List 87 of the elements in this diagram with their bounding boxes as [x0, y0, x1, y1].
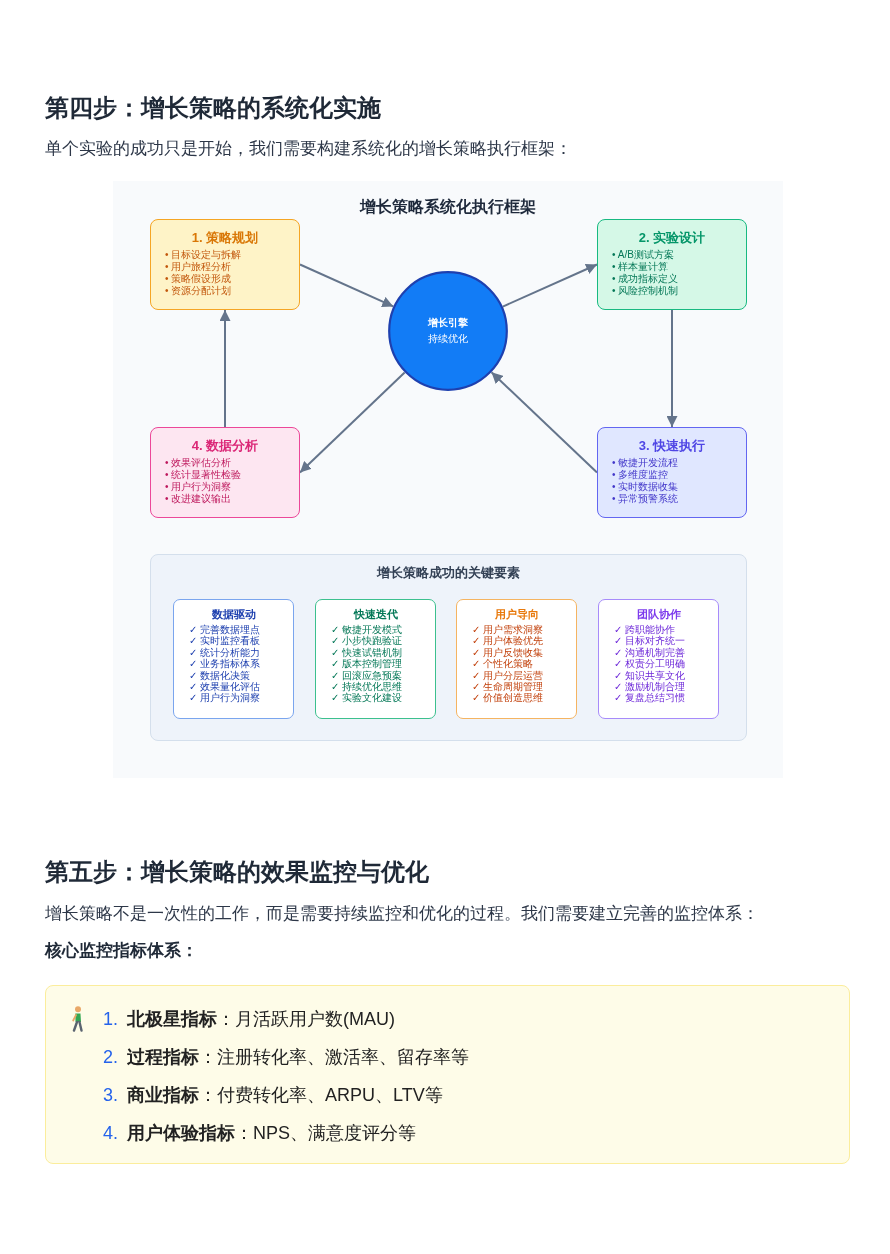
list-number: 1.	[103, 1008, 118, 1031]
diagram-card	[113, 181, 783, 778]
checklist-item: ✓ 用户分层运营	[472, 669, 543, 681]
section-heading: 第五步：增长策略的效果监控与优化	[45, 857, 429, 887]
arrow	[490, 371, 598, 474]
hub-sublabel: 持续优化	[428, 332, 468, 346]
bullet-item: • 敏捷开发流程	[612, 457, 679, 469]
card-label: 快速迭代	[353, 607, 398, 622]
bullet-item: • 实时数据收集	[612, 481, 679, 493]
checklist-item: ✓ 沟通机制完善	[614, 646, 685, 658]
list-number: 2.	[103, 1046, 118, 1069]
arrow	[501, 263, 598, 308]
callout-box	[45, 985, 850, 1164]
checklist-item: ✓ 权责分工明确	[614, 658, 685, 670]
factor-card	[315, 599, 436, 719]
checklist-item: ✓ 复盘总结习惯	[614, 692, 685, 704]
card-label: 团队协作	[636, 607, 681, 622]
page-heading: 第四步：增长策略的系统化实施	[45, 93, 381, 123]
checklist-item: ✓ 实验文化建设	[331, 692, 402, 704]
hub-label: 增长引擎	[428, 316, 468, 330]
checklist-item: ✓ 持续优化思维	[331, 681, 402, 693]
arrow	[219, 309, 231, 428]
factor-card	[173, 599, 294, 719]
checklist-item: ✓ 版本控制管理	[331, 658, 402, 670]
stage-card	[150, 427, 300, 518]
checklist-item: ✓ 生命周期管理	[472, 681, 543, 693]
arrow	[299, 263, 395, 308]
checklist-item: ✓ 完善数据埋点	[189, 624, 260, 636]
panel-label: 增长策略成功的关键要素	[377, 564, 520, 582]
checklist-item: ✓ 实时监控看板	[189, 635, 260, 647]
bullet-item: • 用户行为洞察	[165, 481, 232, 493]
checklist-item: ✓ 激励机制合理	[614, 681, 685, 693]
bullet-item: • 统计显著性检验	[165, 469, 242, 481]
checklist-item: ✓ 用户行为洞察	[189, 692, 260, 704]
checklist-item: ✓ 个性化策略	[472, 658, 533, 670]
key-factors-panel	[150, 554, 747, 741]
list-heading: 核心监控指标体系：	[45, 940, 198, 962]
stage-label: 1. 策略规划	[191, 229, 259, 246]
bullet-item: • 资源分配计划	[165, 285, 232, 297]
arrow	[666, 309, 678, 428]
bullet-item: • 策略假设形成	[165, 273, 232, 285]
checklist-item: ✓ 用户需求洞察	[472, 624, 543, 636]
stage-label: 2. 实验设计	[638, 229, 706, 246]
checklist-item: ✓ 目标对齐统一	[614, 635, 685, 647]
checklist-item: ✓ 用户反馈收集	[472, 646, 543, 658]
list-item: 过程指标：注册转化率、激活率、留存率等	[127, 1046, 469, 1069]
checklist-item: ✓ 价值创造思维	[472, 692, 543, 704]
bullet-item: • 多维度监控	[612, 469, 669, 481]
bullet-item: • 用户旅程分析	[165, 261, 232, 273]
list-item: 北极星指标：月活跃用户数(MAU)	[127, 1008, 395, 1031]
framework-label: 增长策略系统化执行框架	[360, 197, 536, 217]
card-label: 用户导向	[494, 607, 539, 622]
stage-label: 4. 数据分析	[191, 437, 259, 454]
checklist-item: ✓ 效果量化评估	[189, 681, 260, 693]
stage-card	[150, 219, 300, 310]
bullet-item: • 改进建议输出	[165, 493, 232, 505]
arrow	[299, 371, 406, 474]
stage-card	[597, 219, 747, 310]
list-item: 商业指标：付费转化率、ARPU、LTV等	[127, 1084, 443, 1107]
hub-circle	[388, 271, 508, 391]
stage-card	[597, 427, 747, 518]
checklist-item: ✓ 业务指标体系	[189, 658, 260, 670]
bullet-item: • 样本量计算	[612, 261, 669, 273]
intro-paragraph: 增长策略不是一次性的工作，而是需要持续监控和优化的过程。我们需要建立完善的监控体系：	[45, 903, 759, 925]
factor-card	[456, 599, 577, 719]
checklist-item: ✓ 统计分析能力	[189, 646, 260, 659]
checklist-item: ✓ 用户体验优先	[472, 635, 543, 647]
checklist-item: ✓ 数据化决策	[189, 669, 250, 682]
list-number: 3.	[103, 1084, 118, 1107]
stage-label: 3. 快速执行	[638, 437, 706, 454]
bullet-item: • 风险控制机制	[612, 285, 679, 297]
checklist-item: ✓ 知识共享文化	[614, 669, 685, 682]
checklist-item: ✓ 快速试错机制	[331, 646, 402, 659]
bullet-item: • 目标设定与拆解	[165, 249, 242, 261]
intro-paragraph: 单个实验的成功只是开始，我们需要构建系统化的增长策略执行框架：	[45, 138, 572, 160]
card-label: 数据驱动	[211, 607, 256, 622]
checklist-item: ✓ 敏捷开发模式	[331, 624, 402, 636]
checklist-item: ✓ 小步快跑验证	[331, 635, 402, 647]
bullet-item: • 成功指标定义	[612, 273, 679, 285]
bullet-item: • 效果评估分析	[165, 457, 232, 469]
bullet-item: • 异常预警系统	[612, 493, 679, 505]
checklist-item: ✓ 回滚应急预案	[331, 669, 402, 681]
list-item: 用户体验指标：NPS、满意度评分等	[127, 1122, 416, 1145]
factor-card	[598, 599, 719, 719]
list-number: 4.	[103, 1122, 118, 1145]
bullet-item: • A/B测试方案	[612, 249, 674, 261]
checklist-item: ✓ 跨职能协作	[614, 624, 675, 636]
